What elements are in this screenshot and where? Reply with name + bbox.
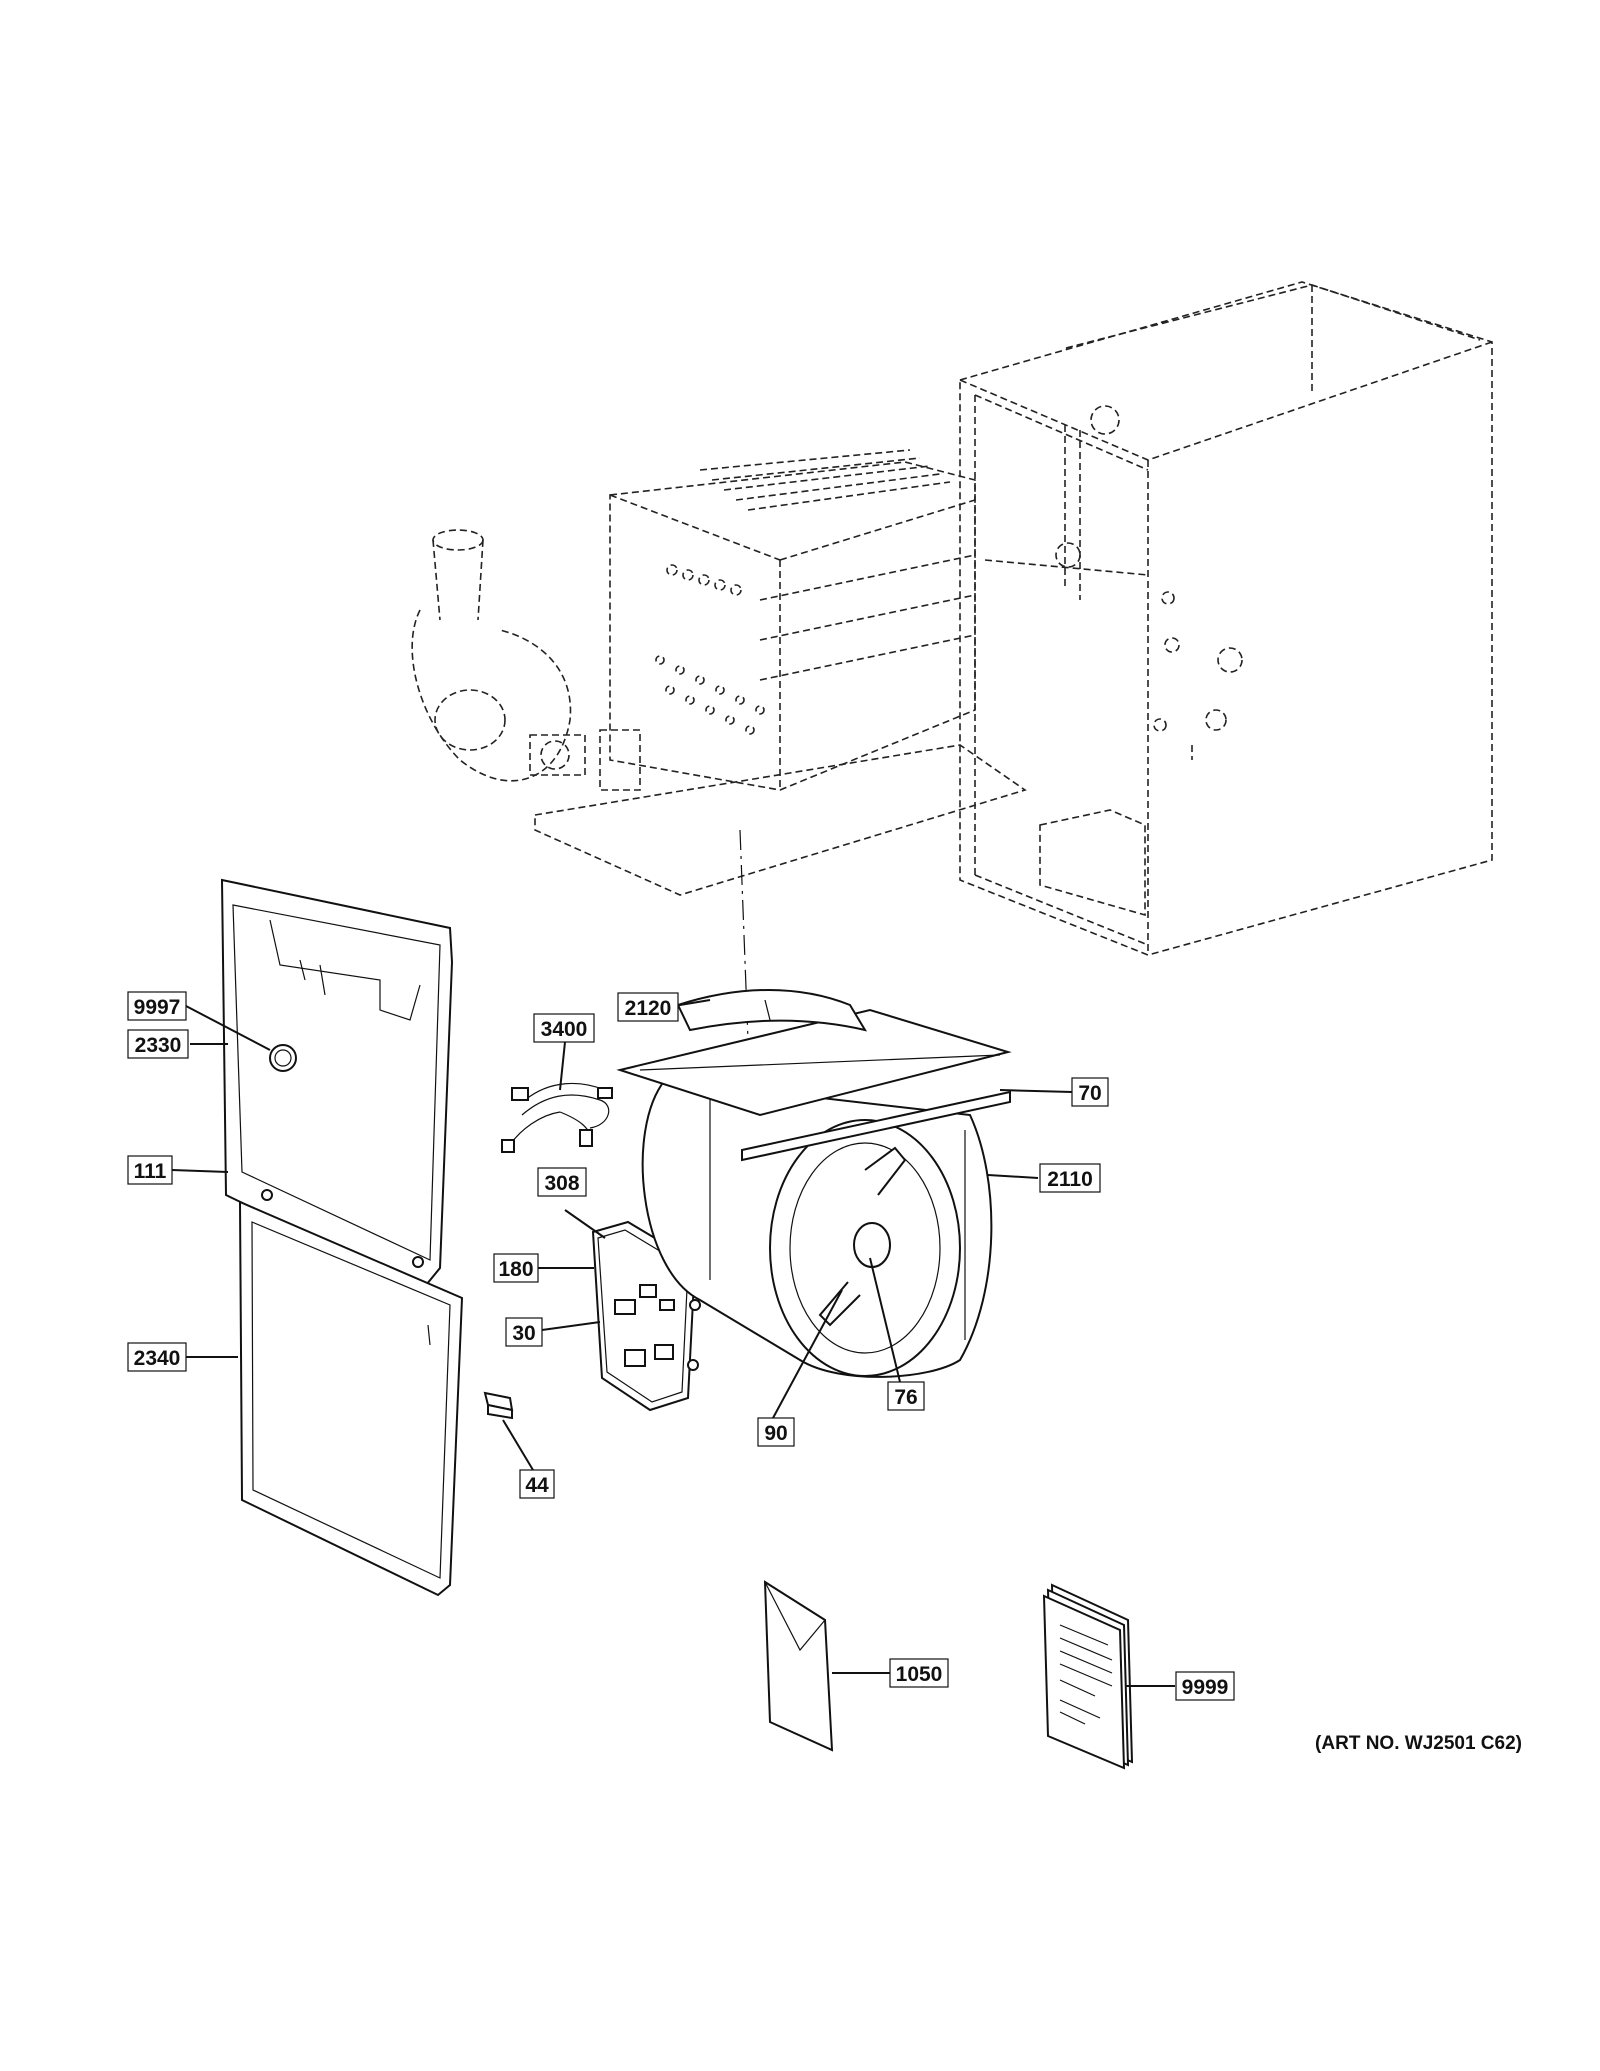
wire-harness [501, 1082, 613, 1153]
svg-text:70: 70 [1078, 1082, 1101, 1105]
literature-envelope [763, 1580, 834, 1752]
inducer-assembly [411, 529, 641, 791]
small-bracket-part [483, 1391, 514, 1420]
svg-text:2110: 2110 [1047, 1168, 1093, 1191]
callout-180: 180 [493, 1253, 539, 1283]
callout-9999: 9999 [1175, 1671, 1235, 1701]
callout-2330: 2330 [127, 1029, 189, 1059]
callout-2340: 2340 [127, 1342, 187, 1372]
callout-70: 70 [1071, 1077, 1109, 1107]
callout-44: 44 [519, 1469, 555, 1499]
svg-text:44: 44 [525, 1474, 549, 1497]
svg-text:2120: 2120 [625, 997, 672, 1020]
svg-text:9999: 9999 [1182, 1676, 1229, 1699]
callout-9997: 9997 [127, 991, 187, 1021]
svg-text:308: 308 [544, 1172, 579, 1195]
callout-2120: 2120 [617, 992, 679, 1022]
svg-text:9997: 9997 [134, 996, 181, 1019]
blower-assembly [616, 989, 1012, 1378]
svg-text:3400: 3400 [541, 1018, 588, 1041]
callout-90: 90 [757, 1417, 795, 1447]
svg-text:30: 30 [512, 1322, 535, 1345]
lower-door-panel [238, 1200, 464, 1597]
callout-3400: 3400 [533, 1013, 595, 1043]
callout-1050: 1050 [889, 1658, 949, 1688]
leader-lines [171, 999, 1175, 1687]
upper-door-panel [220, 878, 454, 1292]
svg-text:111: 111 [134, 1160, 167, 1183]
callout-30: 30 [505, 1317, 543, 1347]
art-number-label: (ART NO. WJ2501 C62) [1315, 1733, 1522, 1754]
manual-booklet [1042, 1583, 1134, 1770]
callout-111: 111 [127, 1155, 173, 1185]
svg-text:90: 90 [764, 1422, 787, 1445]
callout-2110: 2110 [1039, 1163, 1101, 1193]
svg-text:2330: 2330 [135, 1034, 182, 1057]
svg-text:2340: 2340 [134, 1347, 181, 1370]
furnace-cabinet [959, 281, 1493, 956]
callout-76: 76 [887, 1381, 925, 1411]
svg-text:1050: 1050 [896, 1663, 943, 1686]
heat-exchanger [534, 449, 1027, 896]
svg-text:76: 76 [894, 1386, 917, 1409]
svg-text:180: 180 [498, 1258, 533, 1281]
callout-308: 308 [537, 1167, 587, 1197]
